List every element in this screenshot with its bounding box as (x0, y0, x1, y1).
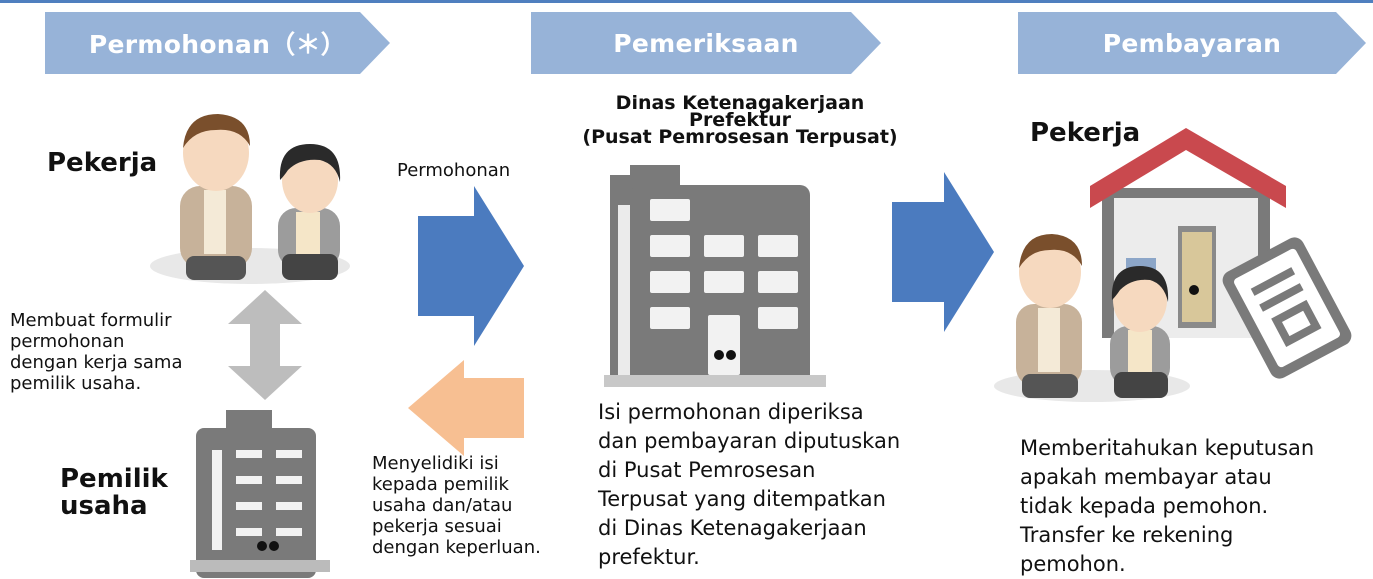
worker-pair-icon (994, 234, 1190, 402)
step-review-label: Pemeriksaan (613, 28, 799, 58)
notify-text: Memberitahukan keputusan apakah membayar… (1020, 434, 1314, 579)
investigate-line: dengan keperluan. (372, 537, 541, 558)
step-application-label: Permohonan（＊） (88, 30, 347, 59)
investigate-arrow-icon (408, 360, 524, 456)
office-title-line: Prefektur (689, 109, 791, 131)
apply-arrow-icon (418, 186, 524, 346)
cooperation-line: Membuat formulir (10, 310, 172, 331)
investigate-line: kepada pemilik (372, 474, 509, 495)
investigate-text: Menyelidiki isi kepada pemilik usaha dan… (372, 453, 541, 558)
review-line: dan pembayaran diputuskan (598, 429, 901, 453)
worker-pair-icon (150, 114, 350, 284)
step-payment-label: Pembayaran (1102, 28, 1282, 58)
review-line: prefektur. (598, 545, 700, 569)
notify-line: apakah membayar atau (1020, 465, 1272, 489)
owner-building-icon (190, 410, 330, 578)
step-review: Pemeriksaan (531, 12, 881, 74)
review-line: di Dinas Ketenagakerjaan (598, 516, 867, 540)
owner-label-line: Pemilik (60, 464, 168, 494)
notify-line: Transfer ke rekening (1020, 523, 1234, 547)
office-title: Dinas Ketenagakerjaan Prefektur (Pusat P… (540, 92, 940, 148)
office-title-line: (Pusat Pemrosesan Terpusat) (582, 126, 898, 148)
notify-line: Memberitahukan keputusan (1020, 436, 1315, 460)
pay-arrow-icon (892, 172, 994, 332)
review-line: Isi permohonan diperiksa (598, 400, 864, 424)
cooperation-line: pemilik usaha. (10, 373, 142, 394)
investigate-line: Menyelidiki isi (372, 453, 499, 474)
step-application: Permohonan（＊） (45, 12, 390, 74)
review-line: Terpusat yang ditempatkan (598, 487, 886, 511)
cooperation-line: permohonan (10, 331, 125, 352)
worker-label-left: Pekerja (47, 148, 158, 178)
worker-label-right: Pekerja (1030, 118, 1141, 148)
cooperation-text: Membuat formulir permohonan dengan kerja… (10, 310, 182, 394)
notify-line: tidak kepada pemohon. (1020, 494, 1269, 518)
investigate-line: pekerja sesuai (372, 516, 502, 537)
updown-arrow-icon (228, 290, 302, 400)
top-rule (0, 0, 1373, 3)
office-title-line: Dinas Ketenagakerjaan (615, 92, 865, 114)
review-text: Isi permohonan diperiksa dan pembayaran … (598, 398, 900, 572)
review-line: di Pusat Pemrosesan (598, 458, 816, 482)
apply-label: Permohonan (397, 160, 511, 181)
owner-label-line: usaha (60, 491, 148, 521)
document-icon (1222, 237, 1352, 379)
office-building-icon (604, 165, 826, 387)
owner-label: Pemilik usaha (60, 466, 168, 520)
step-payment: Pembayaran (1018, 12, 1366, 74)
investigate-line: usaha dan/atau (372, 495, 513, 516)
cooperation-line: dengan kerja sama (10, 352, 183, 373)
notify-line: pemohon. (1020, 552, 1126, 576)
